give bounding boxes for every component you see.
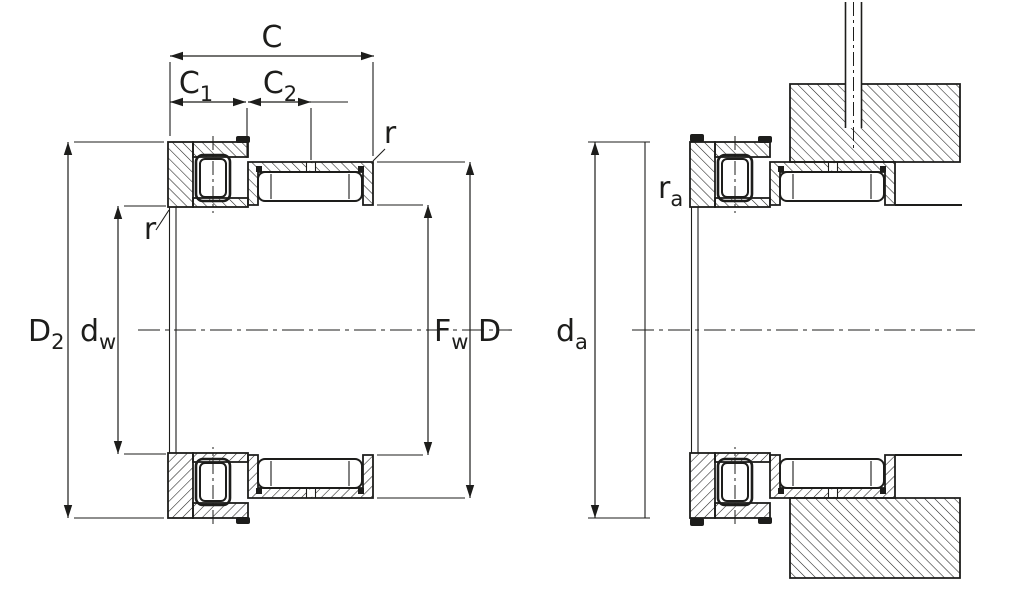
- label-c2: C2: [263, 66, 297, 106]
- label-d: D: [478, 314, 501, 349]
- left-view-cross-section: C C1 C2 r r D2: [28, 20, 512, 524]
- label-ra: ra: [658, 171, 683, 211]
- seal-top: [690, 134, 704, 142]
- label-fw: Fw: [434, 314, 468, 354]
- dim-ra: ra: [658, 171, 683, 211]
- bearing-section-left: [168, 136, 373, 524]
- right-view-mounting: da ra: [556, 2, 975, 579]
- dim-dw: dw: [80, 205, 166, 455]
- dim-c1: C1: [170, 66, 248, 158]
- label-r-outer: r: [384, 116, 397, 151]
- label-r-inner: r: [144, 212, 157, 247]
- dim-c2: C2: [248, 66, 348, 160]
- dim-fw: Fw: [377, 204, 468, 456]
- label-c: C: [262, 20, 283, 55]
- housing-shoulder-top: [789, 2, 961, 163]
- label-dw: dw: [80, 314, 116, 354]
- dim-d2: D2: [28, 141, 164, 519]
- dim-c: C: [169, 20, 374, 156]
- dim-r-outer: r: [372, 116, 397, 162]
- label-da: da: [556, 314, 588, 354]
- label-d2: D2: [28, 314, 64, 354]
- housing-shoulder-bottom: [789, 497, 961, 579]
- seal-bottom: [690, 518, 704, 526]
- dim-da: da: [556, 141, 650, 519]
- label-c1: C1: [179, 66, 213, 106]
- dim-d: D: [377, 161, 501, 499]
- dim-r-inner: r: [144, 209, 170, 247]
